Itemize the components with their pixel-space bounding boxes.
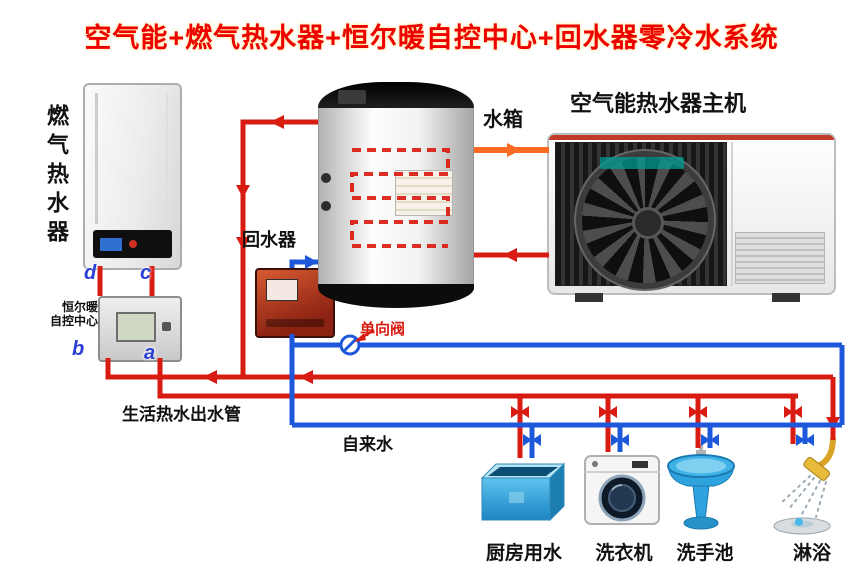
port-b-label: b [72,338,85,360]
return-device-label: 回水器 [242,230,296,250]
control-center-label-line1: 恒尔暖 [62,300,99,314]
tap-water-label: 自来水 [342,435,393,454]
diagram-title: 空气能+燃气热水器+恒尔暖自控中心+回水器零冷水系统 [84,23,779,53]
shower-pipe [817,435,836,468]
hot-valve-icons [511,406,802,418]
heat-pump-grille [555,142,727,289]
gas-water-heater [83,83,182,270]
heat-pump-label: 空气能热水器主机 [570,91,747,116]
kitchen-sink-label: 厨房用水 [485,543,562,564]
washing-machine-icon [584,455,660,525]
heat-pump-badge [600,157,684,169]
check-valve-icon [339,334,361,356]
fixture-wash-basin [666,444,736,537]
gas-heater-control-panel [93,230,172,258]
fan-hub [632,207,664,239]
port-c-label: c [140,262,152,284]
control-center-label: 恒尔暖 自控中心 [50,300,98,328]
return-device-display [266,279,298,301]
shower-label: 淋浴 [792,543,831,564]
wash-basin-icon [667,444,735,530]
control-center-button [162,322,171,331]
heat-pump-top-strip [549,135,834,140]
control-center-label-line2: 自控中心 [50,314,99,328]
check-valve-label: 单向阀 [360,321,406,338]
fixture-washing-machine [582,448,662,533]
fixture-kitchen-sink [476,456,568,531]
warm-flow-arrow [507,143,521,157]
gas-heater-display [100,237,122,251]
return-device-strip [266,319,324,327]
tank-bottom-cap [318,284,474,308]
control-center-unit [98,296,182,362]
wash-basin-label: 洗手池 [676,543,734,564]
shower-icon [773,435,836,535]
tank-body [318,108,474,290]
heat-pump-side-vent [735,232,825,284]
fan-icon [576,151,714,289]
tank-label: 水箱 [483,109,523,131]
gas-heater-stripe2 [166,93,168,224]
heat-pump-seam [731,142,733,286]
cold-flow-arrow [305,255,318,269]
water-tank [318,82,474,308]
heat-pump-unit [547,133,836,302]
kitchen-sink-icon [480,462,566,522]
heat-pump-foot-right [772,293,800,302]
tank-brand-logo [338,90,366,104]
gas-heater-label: 燃气热水器 [44,104,69,249]
fixture-shower [770,435,855,543]
tank-spec-sticker [395,170,453,216]
heat-pump-foot-left [575,293,603,302]
port-a-label: a [144,342,156,364]
gas-heater-stripe [95,93,98,224]
port-d-label: d [84,262,97,284]
gas-heater-led [129,240,137,248]
control-center-display [116,312,156,342]
shower-head-icon [803,456,831,481]
hot-water-outlet-label: 生活热水出水管 [122,405,241,424]
washing-machine-label: 洗衣机 [595,543,653,564]
